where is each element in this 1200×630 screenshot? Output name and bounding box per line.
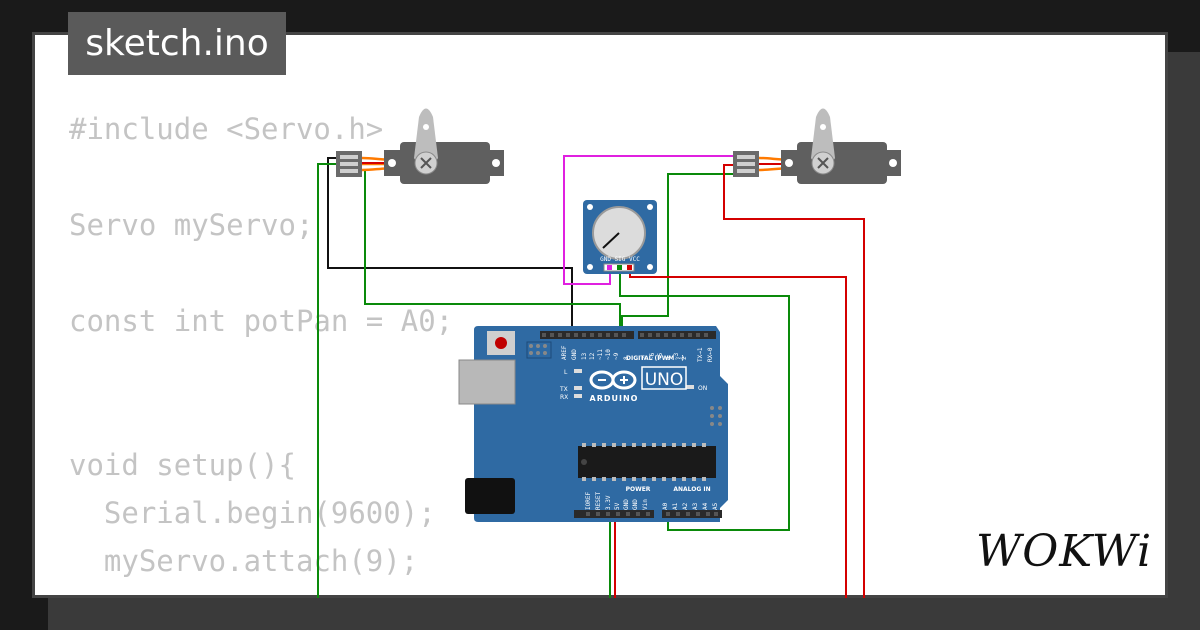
svg-text:13: 13: [581, 352, 588, 360]
wokwi-logo: WOKWi: [976, 526, 1153, 577]
svg-text:A5: A5: [712, 502, 719, 510]
board-maker: ARDUINO: [590, 394, 639, 403]
servo-body: [400, 142, 490, 184]
svg-text:GND: GND: [623, 499, 630, 510]
file-tab[interactable]: sketch.ino: [68, 12, 286, 75]
wire-servo2-red: [723, 164, 865, 598]
led-tx: [574, 386, 582, 390]
svg-text:~6: ~6: [649, 352, 656, 360]
wire-servo2-signal: [621, 173, 735, 336]
microcontroller-chip: [578, 446, 716, 478]
svg-text:RESET: RESET: [595, 492, 602, 510]
led-rx-label: RX: [560, 394, 568, 401]
svg-text:A2: A2: [682, 502, 689, 510]
svg-text:AREF: AREF: [561, 345, 568, 360]
svg-text:A1: A1: [672, 502, 679, 510]
arduino-logo-icon: [589, 370, 637, 390]
usb-port: [458, 359, 516, 405]
digital-header-label: DIGITAL (PWM ~): [626, 355, 684, 362]
icsp-right: [710, 406, 722, 426]
svg-text:GND: GND: [632, 499, 639, 510]
icsp-header: [529, 344, 547, 355]
svg-text:~5: ~5: [657, 352, 664, 360]
svg-text:4: 4: [665, 356, 672, 360]
svg-text:GND: GND: [571, 349, 578, 360]
wire-pot-signal: [619, 270, 790, 531]
arduino-uno[interactable]: AREF GND 13 12 ~11 ~10 ~9 8 7 ~6 ~5 4 ~3…: [458, 326, 728, 522]
code-line-5: const int potPan = A0;: [69, 304, 454, 338]
analog-header: [662, 510, 722, 518]
svg-text:A4: A4: [702, 502, 709, 510]
servo-body: [797, 142, 887, 184]
servo-right[interactable]: [733, 108, 901, 185]
code-line-1: #include <Servo.h>: [69, 112, 384, 146]
svg-text:~10: ~10: [605, 349, 612, 360]
code-line-8: void setup(){: [69, 448, 296, 482]
svg-text:RX←0: RX←0: [707, 347, 714, 362]
pot-pin-labels: GND SIG VCC: [600, 256, 640, 263]
digital-pin-labels: AREF GND 13 12 ~11 ~10 ~9 8 7 ~6 ~5 4 ~3…: [561, 345, 714, 362]
preview-card: #include <Servo.h> Servo myServo; const in…: [32, 32, 1168, 598]
potentiometer[interactable]: GND SIG VCC: [583, 200, 657, 274]
code-background: #include <Servo.h> Servo myServo; const in…: [69, 105, 454, 595]
wire-servo1-signal: [342, 169, 621, 336]
svg-text:~3: ~3: [673, 352, 680, 360]
led-on: [686, 385, 694, 389]
servo-left[interactable]: [336, 108, 504, 185]
analog-label: ANALOG IN: [673, 486, 710, 493]
digital-header-1: [540, 331, 634, 339]
led-l: [574, 369, 582, 373]
code-line-10: myServo.attach(9);: [69, 544, 419, 578]
code-line-11: }: [69, 585, 453, 595]
svg-text:A0: A0: [662, 502, 669, 510]
code-line-3: Servo myServo;: [69, 208, 314, 242]
svg-text:IOREF: IOREF: [585, 492, 592, 510]
power-jack: [465, 478, 515, 514]
board-model: UNO: [645, 370, 684, 390]
svg-text:5V: 5V: [614, 502, 621, 510]
svg-text:8: 8: [623, 356, 630, 360]
wire-servo1-vcc: [317, 163, 340, 598]
digital-header-2: [638, 331, 716, 339]
power-pin-labels: IOREF RESET 3.3V 5V GND GND Vin: [585, 492, 649, 510]
led-tx-label: TX: [559, 386, 568, 393]
wire-servo2-magenta: [563, 155, 735, 285]
svg-text:Vin: Vin: [642, 499, 649, 510]
svg-text:~9: ~9: [613, 352, 620, 360]
led-l-label: L: [564, 369, 568, 376]
led-rx: [574, 394, 582, 398]
svg-text:12: 12: [589, 352, 596, 360]
code-line-9: Serial.begin(9600);: [69, 496, 436, 530]
svg-text:A3: A3: [692, 502, 699, 510]
svg-text:7: 7: [641, 356, 648, 360]
wire-servo1-gnd: [327, 157, 573, 336]
pot-pointer: [602, 232, 620, 249]
svg-text:TX→1: TX→1: [697, 347, 704, 362]
analog-pin-labels: A0 A1 A2 A3 A4 A5: [662, 502, 719, 510]
led-on-label: ON: [698, 385, 707, 392]
power-header: [574, 510, 654, 518]
svg-text:3.3V: 3.3V: [605, 495, 612, 510]
svg-text:2: 2: [681, 356, 688, 360]
power-label: POWER: [626, 486, 651, 493]
svg-text:~11: ~11: [597, 349, 604, 360]
